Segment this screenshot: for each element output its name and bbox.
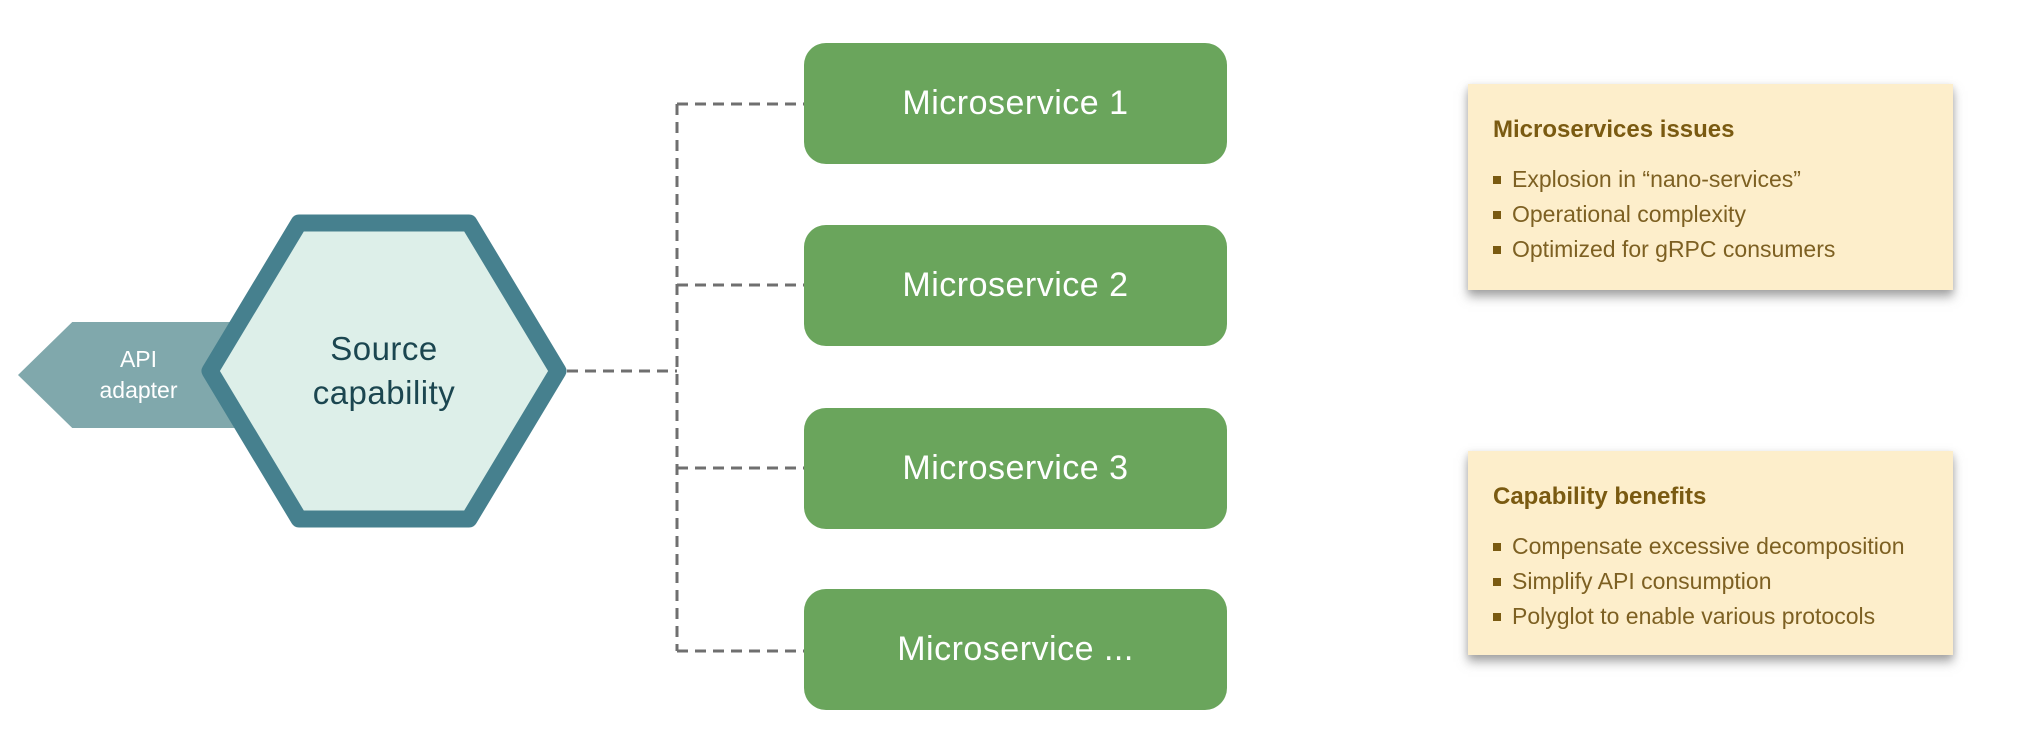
note-bullet: Operational complexity	[1493, 197, 1925, 232]
note-bullet-list: Explosion in “nano-services” Operational…	[1493, 162, 1925, 267]
note-title: Capability benefits	[1493, 483, 1707, 510]
microservice-label: Microservice ...	[897, 630, 1134, 668]
note-bullet: Explosion in “nano-services”	[1493, 162, 1925, 197]
note-bullet: Optimized for gRPC consumers	[1493, 232, 1925, 267]
microservice-box-2: Microservice 2	[804, 225, 1227, 346]
source-capability-hexagon: Source capability	[201, 211, 567, 531]
microservice-label: Microservice 1	[902, 84, 1129, 122]
hexagon-shape	[201, 214, 567, 528]
note-microservices-issues: Microservices issues Explosion in “nano-…	[1468, 84, 1953, 290]
hexagon-polygon	[201, 214, 567, 528]
microservice-box-1: Microservice 1	[804, 43, 1227, 164]
hexagon-label-line2: capability	[312, 374, 456, 411]
note-bullet: Compensate excessive decomposition	[1493, 529, 1925, 564]
microservice-box-4: Microservice ...	[804, 589, 1227, 710]
microservice-box-3: Microservice 3	[804, 408, 1227, 529]
hexagon-label-line1: Source	[330, 330, 438, 368]
note-capability-benefits: Capability benefits Compensate excessive…	[1468, 451, 1953, 655]
microservice-label: Microservice 2	[902, 266, 1129, 304]
microservice-label: Microservice 3	[902, 449, 1129, 487]
note-bullet: Simplify API consumption	[1493, 564, 1925, 599]
connector-path	[567, 102, 804, 653]
api-adapter-label: API adapter	[99, 345, 178, 403]
note-bullet: Polyglot to enable various protocols	[1493, 599, 1925, 634]
hexagon-label: Source capability	[201, 211, 567, 531]
note-bullet-list: Compensate excessive decomposition Simpl…	[1493, 529, 1925, 634]
note-title: Microservices issues	[1493, 116, 1735, 143]
